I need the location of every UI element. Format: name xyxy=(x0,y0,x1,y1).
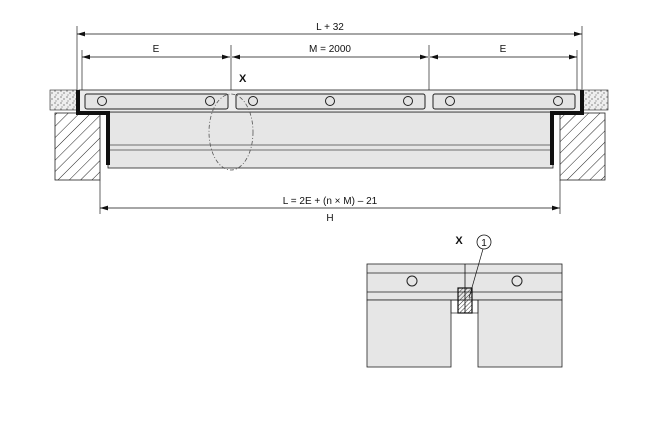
wall-right xyxy=(559,112,606,181)
callout-1: 1 xyxy=(481,238,487,249)
gravel-right xyxy=(582,89,609,111)
frame-right xyxy=(550,90,584,165)
dim-end-right: E xyxy=(500,44,507,55)
gravel-left xyxy=(49,89,78,111)
dim-end-left: E xyxy=(153,44,160,55)
detail-view-marker: X xyxy=(455,235,463,247)
detail-ellipse xyxy=(208,93,254,171)
grate-slot xyxy=(235,93,426,110)
channel-body xyxy=(107,111,554,169)
grate-slot xyxy=(84,93,229,110)
dimension-lines xyxy=(77,31,582,211)
bolt-holes xyxy=(97,96,563,106)
dim-length-formula: L = 2E + (n × M) – 21 xyxy=(283,196,378,207)
detail-view: 1 X xyxy=(366,234,563,368)
dim-overall: L + 32 xyxy=(316,22,344,33)
dim-middle: M = 2000 xyxy=(309,44,351,55)
detail-marker: X xyxy=(239,73,247,85)
frame-left xyxy=(76,90,110,165)
wall-left xyxy=(54,112,101,181)
grate-slot xyxy=(432,93,576,110)
dim-height: H xyxy=(326,213,333,224)
